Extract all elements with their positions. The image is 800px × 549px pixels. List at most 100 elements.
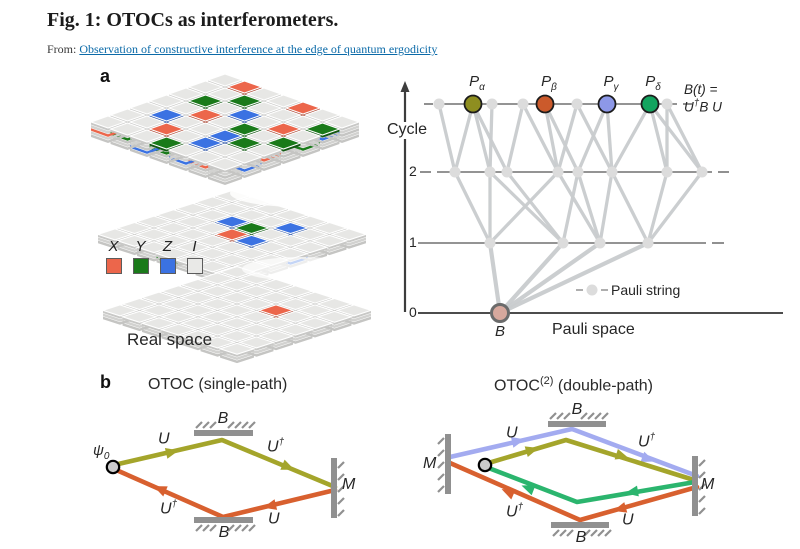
otoc-single-title: OTOC (single-path) (148, 376, 288, 393)
path-arrow-icon (263, 499, 278, 510)
mirror-bar (194, 430, 253, 436)
path-arrow-icon (153, 486, 168, 497)
path-arrow-icon (521, 485, 536, 496)
pauli-string-node (557, 237, 569, 249)
legend-swatch (105, 258, 122, 274)
otoc-double-diagram (437, 412, 706, 537)
b-operator-node (490, 303, 510, 323)
pauli-string-node (572, 166, 584, 178)
p-alpha-label: Pα (469, 73, 485, 93)
path-arrow-icon (510, 436, 525, 448)
pauli-string-node (594, 237, 606, 249)
otoc-double-title: OTOC(2) (double-path) (494, 375, 654, 395)
panel-b-label: b (100, 372, 111, 392)
cycle-axis-arrow-icon (400, 81, 410, 92)
page-title: Fig. 1: OTOCs as interferometers. (47, 9, 339, 31)
pauli-string-node (606, 166, 618, 178)
path-arrow-icon (625, 485, 639, 497)
initial-state-icon (477, 457, 493, 473)
mirror-bar (194, 517, 253, 523)
legend-item-y: Y (127, 238, 154, 274)
b-node-label: B (494, 323, 506, 340)
evolution-path (447, 426, 700, 479)
from-label: From: (47, 42, 77, 56)
pauli-string-node (433, 98, 445, 110)
path-arrow-icon (613, 502, 628, 513)
left-mirror-b-bottom-label: B (218, 524, 230, 541)
stack-glow (242, 257, 362, 281)
mirror-bar (445, 434, 451, 494)
path-arrow-icon (640, 451, 655, 463)
right-mirror-m-right-label: M (701, 476, 715, 493)
pauli-string-node (517, 98, 529, 110)
evolution-path (447, 460, 700, 523)
legend-label: I (192, 238, 197, 255)
real-space-stack-0 (89, 73, 361, 186)
path-arrow-icon (524, 446, 539, 457)
measured-pauli-node (535, 94, 555, 114)
right-u-bottom-label: U (622, 511, 634, 529)
legend-item-x: X (100, 238, 127, 274)
left-mirror-m-label: M (342, 476, 356, 493)
legend-label: X (108, 238, 119, 255)
pauli-string-node (571, 98, 583, 110)
evolution-path (483, 464, 698, 505)
pauli-string-node (661, 98, 673, 110)
tick-1: 1 (409, 234, 417, 250)
path-arrow-icon (614, 448, 629, 460)
tick-2: 2 (409, 163, 417, 179)
stack-glow (230, 179, 366, 207)
right-udag-top-label: U† (638, 432, 656, 451)
legend-swatch (132, 258, 149, 274)
article-link[interactable]: Observation of constructive interference… (79, 42, 438, 56)
path-arrow-icon (501, 489, 516, 500)
left-udag-bottom-label: U† (160, 499, 178, 518)
right-mirror-b-bottom-label: B (575, 529, 587, 546)
legend-swatch (159, 258, 176, 274)
legend-item-i: I (181, 238, 208, 274)
legend-swatch (186, 258, 203, 274)
measured-pauli-node (640, 94, 660, 114)
evolution-path (111, 466, 338, 520)
real-space-stack-2 (101, 265, 373, 364)
measured-pauli-node (597, 94, 617, 114)
left-u-bottom-label: U (268, 510, 280, 528)
pauli-string-node (696, 166, 708, 178)
pauli-string-legend-icon (586, 284, 598, 296)
right-mirror-b-top-label: B (571, 401, 583, 418)
pauli-space-graph (400, 81, 783, 323)
left-udag-top-label: U† (267, 437, 285, 456)
initial-state-icon (105, 459, 121, 475)
evolution-path (111, 437, 338, 490)
legend-item-z: Z (154, 238, 181, 274)
pauli-string-node (642, 237, 654, 249)
mirror-bar (692, 456, 698, 516)
pauli-string-node (484, 237, 496, 249)
from-line: From: Observation of constructive interf… (47, 43, 437, 56)
tick-0: 0 (409, 304, 417, 320)
pauli-space-caption: Pauli space (552, 321, 635, 338)
p-beta-label: Pβ (541, 73, 557, 93)
path-arrow-icon (280, 459, 295, 470)
pauli-string-node (484, 166, 496, 178)
legend-label: Z (162, 238, 173, 255)
right-udag-bottom-label: U† (506, 502, 524, 521)
panel-a-label: a (100, 66, 111, 86)
pauli-string-node (661, 166, 673, 178)
mirror-bar (551, 522, 609, 528)
bt-equation-label: B(t) = U†B U (684, 82, 722, 115)
legend-label: Y (135, 238, 146, 255)
pauli-string-node (552, 166, 564, 178)
path-arrow-icon (164, 447, 179, 459)
right-u-top-label: U (506, 424, 518, 442)
pauli-string-node (449, 166, 461, 178)
real-space-caption: Real space (127, 330, 213, 349)
left-u-top-label: U (158, 430, 170, 448)
pauli-string-node (501, 166, 513, 178)
p-delta-label: Pδ (645, 73, 661, 93)
psi0-label: ψ0 (93, 442, 110, 462)
mirror-bar (548, 421, 606, 427)
